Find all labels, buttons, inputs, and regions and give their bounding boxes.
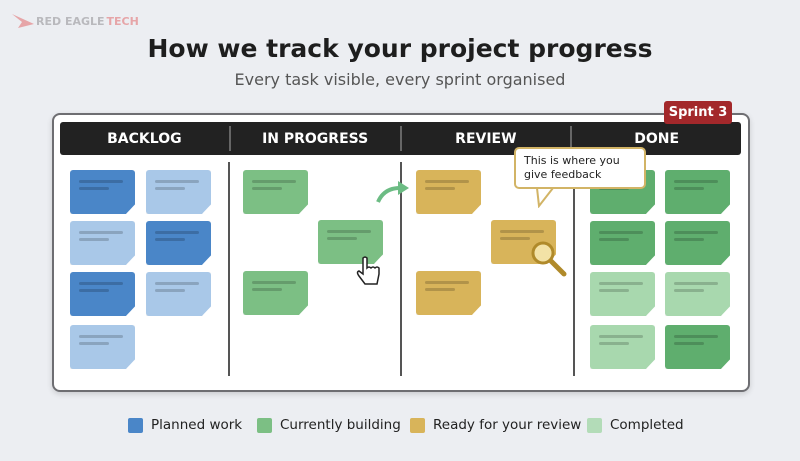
column-divider xyxy=(400,162,402,376)
task-card[interactable] xyxy=(590,221,655,265)
column-header-backlog: BACKLOG xyxy=(60,126,231,151)
column-header-done: DONE xyxy=(634,130,680,147)
brand-name-accent: TECH xyxy=(106,14,139,28)
brand-logo: RED EAGLE TECH xyxy=(12,12,139,30)
task-card[interactable] xyxy=(665,170,730,214)
legend-swatch xyxy=(410,417,425,433)
task-card[interactable] xyxy=(146,221,211,265)
legend-swatch xyxy=(587,417,602,433)
legend-review: Ready for your review xyxy=(410,417,581,433)
brand-name: RED EAGLE xyxy=(36,14,105,28)
legend-label: Ready for your review xyxy=(433,417,582,433)
task-card[interactable] xyxy=(318,220,383,264)
task-card[interactable] xyxy=(665,325,730,369)
task-card[interactable] xyxy=(243,170,308,214)
move-arrow-icon xyxy=(376,181,409,203)
legend-planned: Planned work xyxy=(128,417,242,433)
feedback-callout: This is where you give feedback xyxy=(514,147,646,189)
legend-completed: Completed xyxy=(587,417,684,433)
task-card[interactable] xyxy=(146,272,211,316)
task-card[interactable] xyxy=(416,170,481,214)
task-card[interactable] xyxy=(590,325,655,369)
task-card[interactable] xyxy=(70,170,135,214)
page-subtitle: Every task visible, every sprint organis… xyxy=(234,70,566,89)
column-divider xyxy=(228,162,230,376)
task-card[interactable] xyxy=(590,272,655,316)
task-card[interactable] xyxy=(70,325,135,369)
eagle-icon xyxy=(12,14,34,28)
column-divider xyxy=(573,162,575,376)
task-card[interactable] xyxy=(665,221,730,265)
board-header: BACKLOG IN PROGRESS REVIEW DONE xyxy=(60,122,741,155)
task-card[interactable] xyxy=(416,271,481,315)
page-title: How we track your project progress xyxy=(147,34,653,63)
hand-cursor-icon xyxy=(356,256,380,285)
task-card[interactable] xyxy=(70,221,135,265)
task-card[interactable] xyxy=(243,271,308,315)
legend-label: Planned work xyxy=(151,417,243,433)
legend-swatch xyxy=(257,417,272,433)
task-card[interactable] xyxy=(665,272,730,316)
column-header-review: REVIEW xyxy=(402,126,573,151)
legend-building: Currently building xyxy=(257,417,401,433)
callout-tail xyxy=(536,187,554,208)
column-header-in-progress: IN PROGRESS xyxy=(231,126,402,151)
sprint-badge: Sprint 3 xyxy=(664,101,732,124)
magnifier-icon xyxy=(531,241,567,277)
legend-label: Completed xyxy=(610,417,684,433)
legend-swatch xyxy=(128,417,143,433)
task-card[interactable] xyxy=(70,272,135,316)
legend-label: Currently building xyxy=(280,417,401,433)
task-card[interactable] xyxy=(146,170,211,214)
